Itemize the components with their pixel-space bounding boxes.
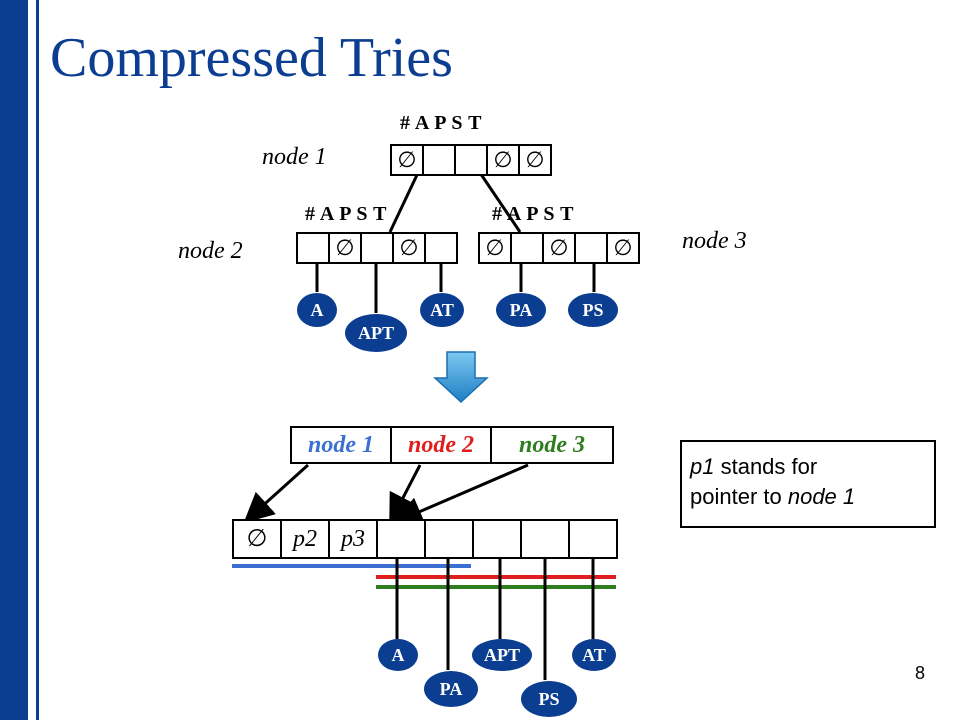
slide-number: 8	[915, 663, 926, 683]
compressed-leaf-at: AT	[572, 639, 616, 671]
node3-cell-s	[574, 232, 608, 264]
note-node1: node 1	[787, 484, 856, 509]
leaf-apt: APT	[345, 314, 407, 352]
segment-node1: node 1	[292, 428, 392, 462]
node2-header: # A P S T	[305, 203, 387, 225]
leaf-a: A	[297, 293, 337, 327]
node2-cell-p	[360, 232, 394, 264]
node2-label: node 2	[178, 238, 243, 264]
compressed-cell-6	[472, 519, 522, 559]
node3-cell-a	[510, 232, 544, 264]
compressed-cell-7	[520, 519, 570, 559]
node2-cell-a: ∅	[328, 232, 362, 264]
node2-cell-s: ∅	[392, 232, 426, 264]
compressed-leaf-ps: PS	[521, 681, 577, 717]
slide-sidebar-line	[36, 0, 39, 720]
node2-cell-hash	[296, 232, 330, 264]
compressed-leaf-pa: PA	[424, 671, 478, 707]
compressed-cell-p2: p2	[280, 519, 330, 559]
compressed-leaf-a: A	[378, 639, 418, 671]
node3-cell-p: ∅	[542, 232, 576, 264]
leaf-pa: PA	[496, 293, 546, 327]
compressed-cell-null: ∅	[232, 519, 282, 559]
node1-cell-s: ∅	[486, 144, 520, 176]
segment-node3: node 3	[519, 432, 585, 458]
node3-cell-hash: ∅	[478, 232, 512, 264]
leaf-ps: PS	[568, 293, 618, 327]
note-p1: p1	[690, 454, 715, 479]
node1-cell-p	[454, 144, 488, 176]
node1-label: node 1	[262, 144, 327, 170]
segment-node2: node 2	[392, 428, 492, 462]
node1-cell-t: ∅	[518, 144, 552, 176]
leaf-at: AT	[420, 293, 464, 327]
compressed-leaf-apt: APT	[472, 639, 532, 671]
compressed-cell-8	[568, 519, 618, 559]
node3-cell-t: ∅	[606, 232, 640, 264]
compressed-node-list: node 1 node 2 node 3	[290, 426, 614, 464]
slide-title: Compressed Tries	[50, 27, 453, 89]
node1-header: # A P S T	[400, 112, 482, 134]
compressed-cell-p3: p3	[328, 519, 378, 559]
compressed-cell-5	[424, 519, 474, 559]
node1-cell-a	[422, 144, 456, 176]
node3-label: node 3	[682, 228, 747, 254]
slide-sidebar-bar	[0, 0, 28, 720]
note-text-1: stands for	[714, 454, 818, 479]
pointer-note: p1 stands for pointer to node 1	[680, 440, 936, 528]
node1-cell-hash: ∅	[390, 144, 424, 176]
compressed-cell-4	[376, 519, 426, 559]
node3-header: # A P S T	[492, 203, 574, 225]
transform-arrow	[433, 351, 489, 404]
node2-cell-t	[424, 232, 458, 264]
note-text-2: pointer to	[690, 484, 788, 509]
